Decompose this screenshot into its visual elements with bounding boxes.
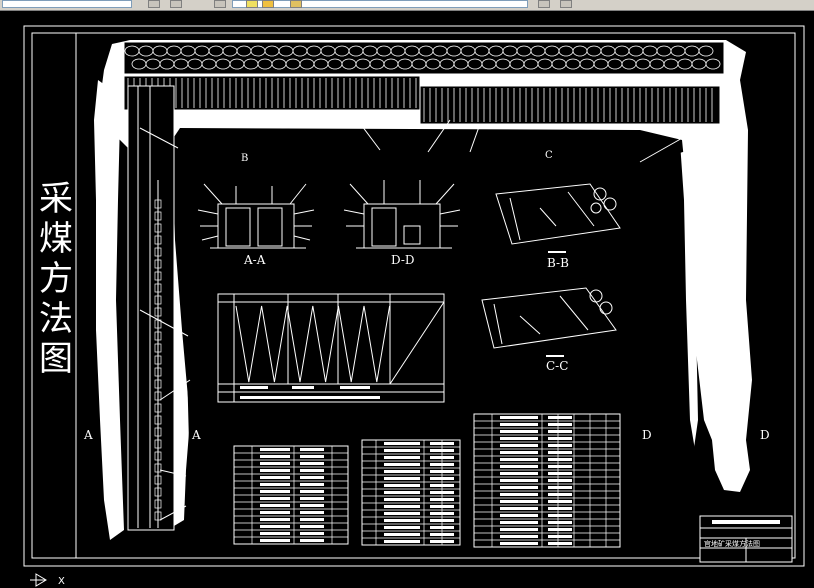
save-icon[interactable]	[148, 0, 160, 8]
caved-rock-band	[123, 41, 725, 75]
technical-indicator-table	[473, 413, 621, 548]
gob-area-left	[94, 80, 124, 540]
personnel-table	[361, 439, 461, 546]
caved-rock-pattern	[124, 45, 721, 70]
drawing-side-title: 采 煤 方 法 图	[36, 179, 76, 379]
hydraulic-supports-right	[423, 88, 713, 122]
cut-marker-a-left: A	[84, 428, 93, 442]
bulb-icon[interactable]	[246, 0, 258, 8]
layer-combo[interactable]	[232, 0, 528, 8]
support-row-right	[419, 85, 721, 125]
outer-frame	[23, 25, 805, 567]
section-label-cc: C-C	[546, 359, 569, 373]
layer-previous-icon[interactable]	[560, 0, 572, 8]
cut-marker-b: B	[241, 153, 249, 164]
workspace-combo[interactable]	[2, 0, 132, 8]
sun-icon[interactable]	[262, 0, 274, 8]
title-char: 煤	[39, 219, 73, 259]
section-bb-drawing	[495, 183, 621, 253]
drawing-canvas[interactable]: 采 煤 方 法 图 A-A D-D B-B C-C A A D D B C 官地…	[0, 11, 814, 588]
title-char: 方	[39, 259, 73, 299]
lock-icon[interactable]	[290, 0, 302, 8]
match-properties-icon[interactable]	[538, 0, 550, 8]
title-char: 采	[39, 179, 73, 219]
section-cc-drawing	[481, 287, 617, 357]
section-label-aa: A-A	[244, 253, 266, 267]
leader-lines	[139, 109, 701, 521]
cut-marker-d-right: D	[760, 428, 770, 442]
title-char: 图	[39, 339, 73, 379]
haulage-roadway	[127, 85, 175, 531]
section-aa-drawing	[197, 183, 315, 249]
section-label-dd: D-D	[391, 253, 415, 267]
drawing-svg	[23, 25, 805, 587]
cut-marker-c: C	[545, 150, 553, 161]
cut-marker-d-left: D	[642, 428, 652, 442]
cut-marker-a-right: A	[192, 428, 201, 442]
belt-conveyor	[154, 199, 162, 521]
axis-x-label: X	[58, 576, 65, 587]
cycle-operation-chart	[217, 293, 445, 403]
equipment-table	[233, 445, 349, 545]
ucs-axis-icon	[30, 573, 47, 587]
title-char: 法	[39, 299, 73, 339]
title-block	[699, 515, 793, 563]
inner-frame	[31, 32, 796, 559]
cad-toolbar	[0, 0, 814, 11]
section-label-bb: B-B	[547, 256, 569, 270]
layer-icon[interactable]	[214, 0, 226, 8]
section-dd-drawing	[343, 180, 461, 249]
title-block-text: 官地矿采煤方法图	[704, 540, 760, 548]
print-icon[interactable]	[170, 0, 182, 8]
